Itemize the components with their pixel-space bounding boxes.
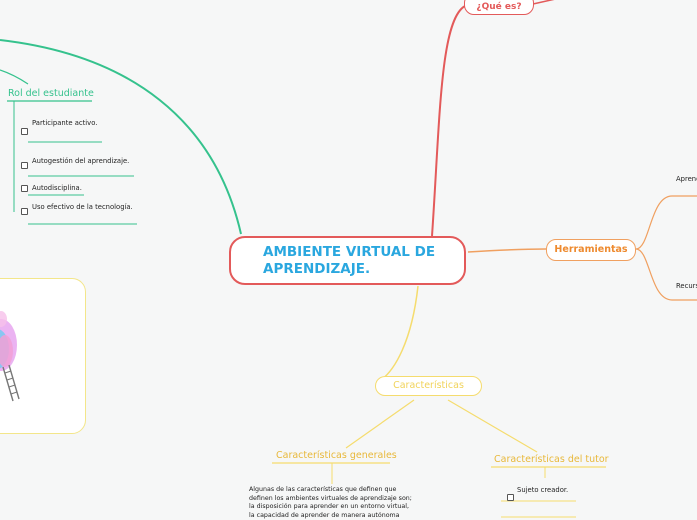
topic-rol-del-estudiante[interactable]: Rol del estudiante [8,88,94,99]
central-node[interactable]: AMBIENTE VIRTUAL DE APRENDIZAJE. [229,236,466,285]
connector-generales [345,399,415,449]
checkbox-icon[interactable] [21,128,28,135]
tutor-item-sujeto-creador[interactable]: Sujeto creador. [517,486,569,494]
connector-que-es-right [532,0,555,5]
illustration-card[interactable] [0,278,86,434]
topic-caracteristicas-label: Características [393,380,464,391]
topic-que-es-label: ¿Qué es? [476,2,522,12]
ladder-illustration-icon [0,311,20,402]
topic-herramientas-label: Herramientas [554,244,628,255]
connector-que-es [431,5,466,237]
connector-rol-estudiante [0,39,242,235]
checkbox-icon[interactable] [21,208,28,215]
caracteristicas-generales-text: Algunas de las características que defin… [249,486,412,519]
topic-herramientas[interactable]: Herramientas [546,239,636,261]
checkbox-icon[interactable] [21,185,28,192]
checkbox-icon[interactable] [507,494,514,501]
rol-item-autogestion[interactable]: Autogestión del aprendizaje. [32,157,130,165]
connector-herramientas-fork2 [635,248,673,301]
topic-caracteristicas[interactable]: Características [375,376,482,396]
connector-herramientas-fork [635,195,673,250]
herramientas-child-recurs[interactable]: Recurs [676,282,697,290]
subtopic-caracteristicas-tutor[interactable]: Características del tutor [494,454,609,465]
topic-que-es[interactable]: ¿Qué es? [464,0,534,15]
rol-item-autodisciplina[interactable]: Autodisciplina. [32,184,82,192]
central-title: AMBIENTE VIRTUAL DE APRENDIZAJE. [263,244,436,277]
connector-tutor [447,399,538,453]
subtopic-caracteristicas-generales[interactable]: Características generales [276,450,397,461]
rol-item-participante-activo[interactable]: Participante activo. [32,119,98,127]
connector-caracteristicas [377,285,419,383]
checkbox-icon[interactable] [21,162,28,169]
herramientas-child-aprend[interactable]: Aprend [676,175,697,183]
connector-rol-small [0,69,29,85]
rol-item-uso-tecnologia[interactable]: Uso efectivo de la tecnología. [32,203,133,211]
connector-herramientas [467,248,547,253]
